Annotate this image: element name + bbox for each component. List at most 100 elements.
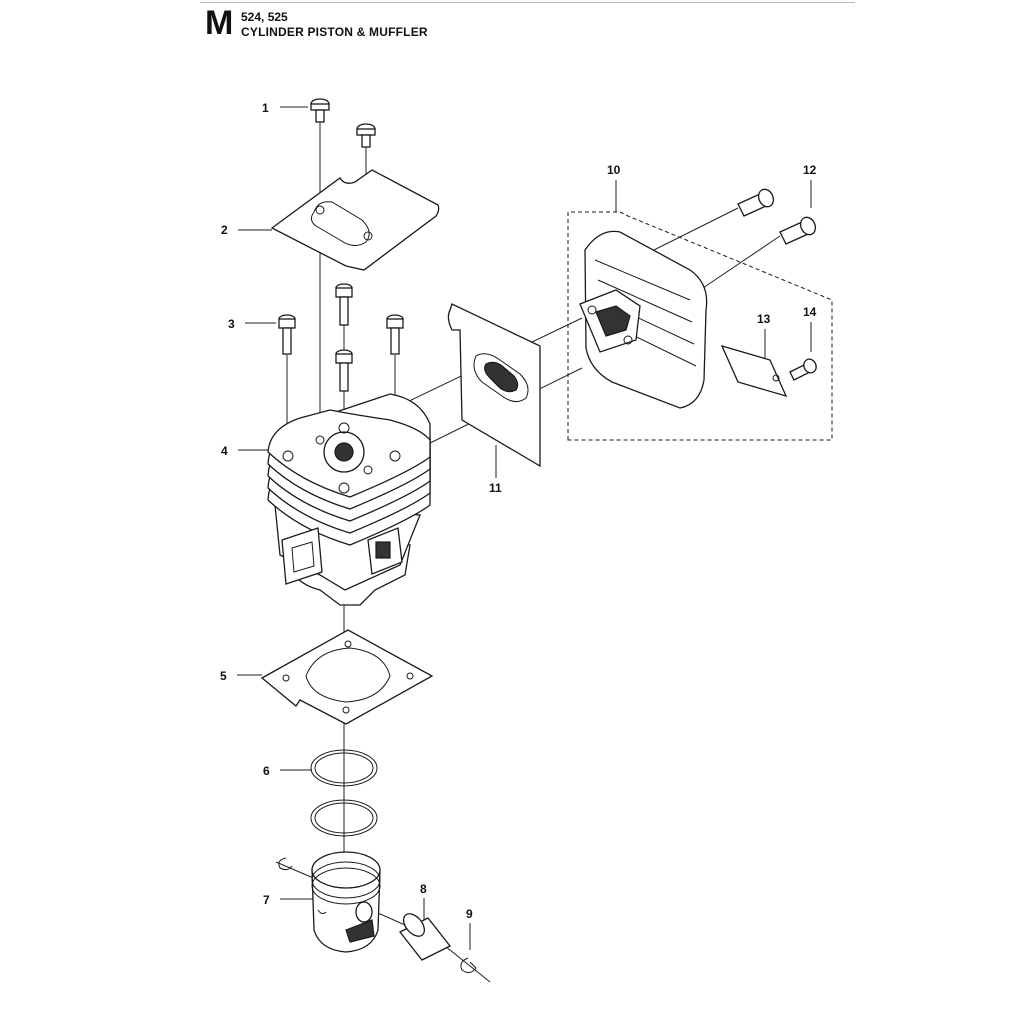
callout-label-2: 2 <box>221 223 228 237</box>
cylinder-bolt-hole <box>338 482 350 494</box>
callout-label-12: 12 <box>803 163 817 177</box>
piston-pin-boss <box>355 901 373 923</box>
screw-shank <box>339 296 349 326</box>
part-7-piston[interactable] <box>311 851 381 953</box>
diagram-title: CYLINDER PISTON & MUFFLER <box>241 25 428 39</box>
part-9-circlip[interactable] <box>460 957 477 974</box>
part-1-screw-b[interactable] <box>356 123 376 148</box>
muffler-bolt-hole <box>587 305 597 315</box>
callout-label-8: 8 <box>420 882 427 896</box>
part-3-screw-d[interactable] <box>335 349 353 392</box>
piston-ring-upper <box>310 749 378 787</box>
piston-ring-lower <box>310 799 378 837</box>
cylinder-bolt-hole <box>338 422 350 434</box>
exhaust-port-opening <box>375 541 391 559</box>
callout-13[interactable]: 13 <box>757 312 771 360</box>
part-3-screw-a[interactable] <box>278 314 296 355</box>
callout-4[interactable]: 4 <box>221 444 270 458</box>
callout-12[interactable]: 12 <box>803 163 817 208</box>
gasket-hole <box>342 706 350 714</box>
gasket-hole <box>282 674 290 682</box>
intake-port-inner <box>291 541 315 573</box>
circlip <box>460 957 477 974</box>
part-4-cylinder[interactable] <box>267 393 431 606</box>
gasket-outline <box>260 629 434 725</box>
screw-shank <box>339 362 349 392</box>
part-3-screw-c[interactable] <box>386 314 404 355</box>
callout-label-13: 13 <box>757 312 771 326</box>
callout-label-10: 10 <box>607 163 621 177</box>
part-6-piston-rings[interactable] <box>310 749 378 837</box>
spark-plug-hole <box>334 442 354 462</box>
callout-label-11: 11 <box>489 481 502 495</box>
piston-crown <box>311 851 381 889</box>
part-12-bolt-b[interactable] <box>779 215 818 245</box>
callout-5[interactable]: 5 <box>220 669 262 683</box>
muffler-outlet <box>595 305 631 337</box>
part-2-plate[interactable] <box>270 169 440 271</box>
plate-hole <box>315 205 325 215</box>
piston-ring-groove-1 <box>311 861 381 899</box>
piston-detail <box>317 909 327 915</box>
callout-7[interactable]: 7 <box>263 893 314 907</box>
screw-head-side <box>310 103 330 111</box>
part-11-muffler-gasket[interactable] <box>447 303 541 468</box>
axis-bolt-12a <box>643 207 739 256</box>
cylinder-bolt-hole <box>282 450 294 462</box>
callout-2[interactable]: 2 <box>221 223 272 237</box>
part-14-screw[interactable] <box>789 357 818 381</box>
plate-hole <box>363 231 373 241</box>
gasket-plate <box>447 303 541 468</box>
callout-6[interactable]: 6 <box>263 764 312 778</box>
muffler-body <box>584 230 708 409</box>
bolt-head <box>799 216 817 236</box>
part-8-piston-pin[interactable] <box>398 910 452 961</box>
part-12-bolt-a[interactable] <box>737 187 776 217</box>
bolt-head <box>757 188 775 208</box>
callout-label-6: 6 <box>263 764 270 778</box>
part-1-screw[interactable] <box>310 98 330 123</box>
screw-shank <box>361 134 371 148</box>
callout-label-5: 5 <box>220 669 227 683</box>
gasket-port-inner <box>484 361 519 393</box>
part-13-shield[interactable] <box>720 344 788 398</box>
callout-1[interactable]: 1 <box>262 101 308 115</box>
cylinder-bolt-hole <box>389 450 401 462</box>
callout-label-3: 3 <box>228 317 235 331</box>
callout-9[interactable]: 9 <box>466 907 473 950</box>
callout-10[interactable]: 10 <box>607 163 621 212</box>
section-letter: M <box>205 4 234 42</box>
callout-label-1: 1 <box>262 101 269 115</box>
part-3-screw-b[interactable] <box>335 283 353 326</box>
piston-ring-groove-2 <box>311 867 381 905</box>
callout-label-14: 14 <box>803 305 817 319</box>
pin-end <box>402 913 426 937</box>
callout-label-9: 9 <box>466 907 473 921</box>
muffler-ribs <box>594 259 697 367</box>
plate-opening <box>310 201 370 246</box>
gasket-bore <box>305 647 391 703</box>
screw-head-side <box>335 353 353 364</box>
axis-circlip-left <box>275 861 319 881</box>
screw-shank <box>282 327 292 355</box>
screw-head <box>803 358 817 374</box>
header-rule <box>200 2 855 3</box>
screw-head-side <box>386 318 404 329</box>
shield-hole <box>772 374 780 382</box>
muffler-group-outline <box>567 211 833 441</box>
callout-8[interactable]: 8 <box>420 882 427 924</box>
part-5-base-gasket[interactable] <box>260 629 434 725</box>
muffler-bolt-hole <box>623 335 633 345</box>
gasket-port-outer <box>473 353 529 402</box>
part-10-muffler-group[interactable] <box>567 211 833 441</box>
callout-label-7: 7 <box>263 893 270 907</box>
callout-11[interactable]: 11 <box>489 445 502 495</box>
model-numbers: 524, 525 <box>241 10 288 24</box>
part-7-circlip-left[interactable] <box>278 857 293 871</box>
plate-outline <box>270 169 440 271</box>
callout-3[interactable]: 3 <box>228 317 276 331</box>
callout-14[interactable]: 14 <box>803 305 817 352</box>
screw-head-side <box>278 318 296 329</box>
